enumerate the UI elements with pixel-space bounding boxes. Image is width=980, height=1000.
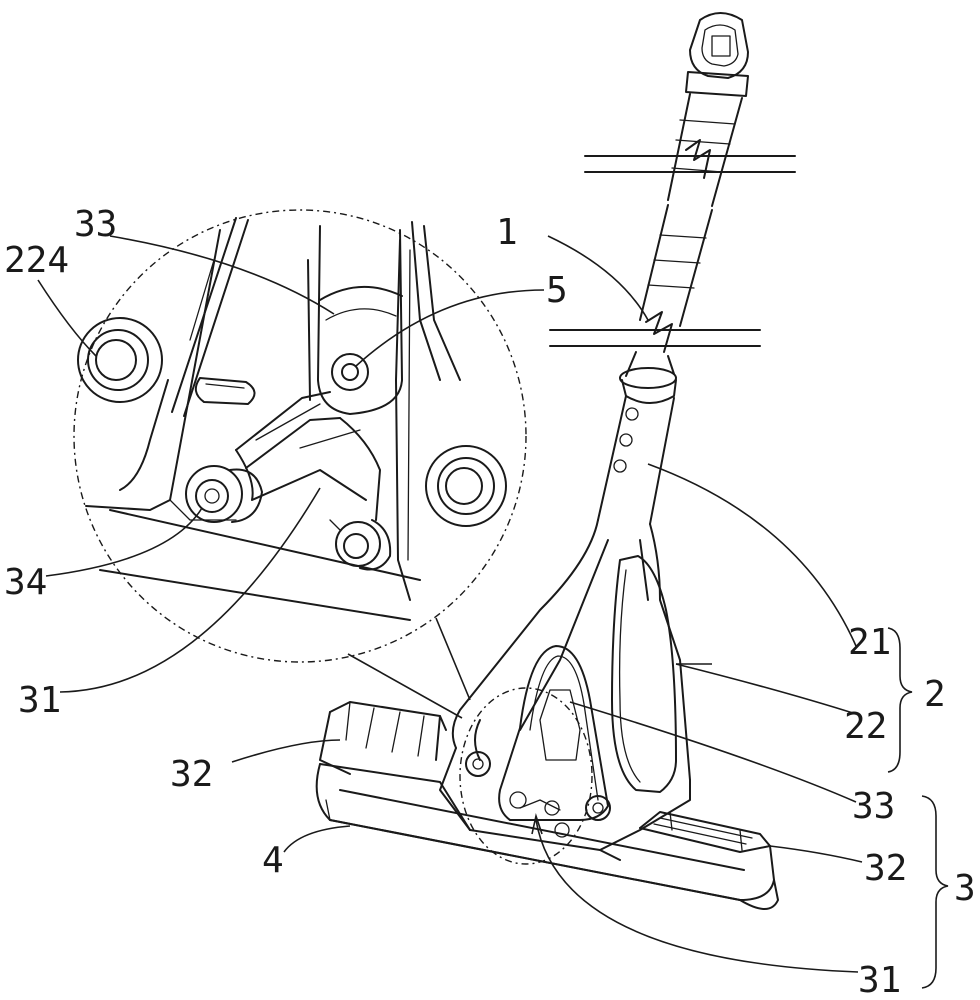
detail-circle (74, 210, 526, 662)
labels: 224 33 5 1 34 31 21 22 2 32 4 33 32 3 31 (4, 204, 976, 1000)
leader-34 (46, 508, 202, 576)
label-3: 3 (954, 868, 976, 909)
label-2: 2 (924, 674, 946, 715)
label-224: 224 (4, 240, 69, 281)
mop-head (317, 702, 778, 909)
label-31: 31 (858, 960, 901, 1000)
label-33-detail: 33 (74, 204, 117, 245)
label-4: 4 (262, 840, 284, 881)
leader-22 (676, 664, 856, 714)
leader-21 (648, 464, 856, 646)
leader-31a (60, 488, 320, 692)
label-31-detail: 31 (18, 680, 61, 721)
label-32-right: 32 (864, 848, 907, 889)
label-5: 5 (546, 270, 568, 311)
brace-2 (888, 628, 912, 772)
brace-3 (922, 796, 948, 988)
label-34: 34 (4, 562, 47, 603)
label-22: 22 (844, 706, 887, 747)
handle-rod (550, 13, 795, 403)
label-21: 21 (848, 622, 891, 663)
leader-224 (38, 280, 96, 356)
label-1: 1 (496, 212, 518, 253)
leader-31b (536, 820, 858, 972)
label-32-left: 32 (170, 754, 213, 795)
leader-4 (284, 826, 350, 852)
leader-32b (770, 846, 862, 862)
label-33: 33 (852, 786, 895, 827)
